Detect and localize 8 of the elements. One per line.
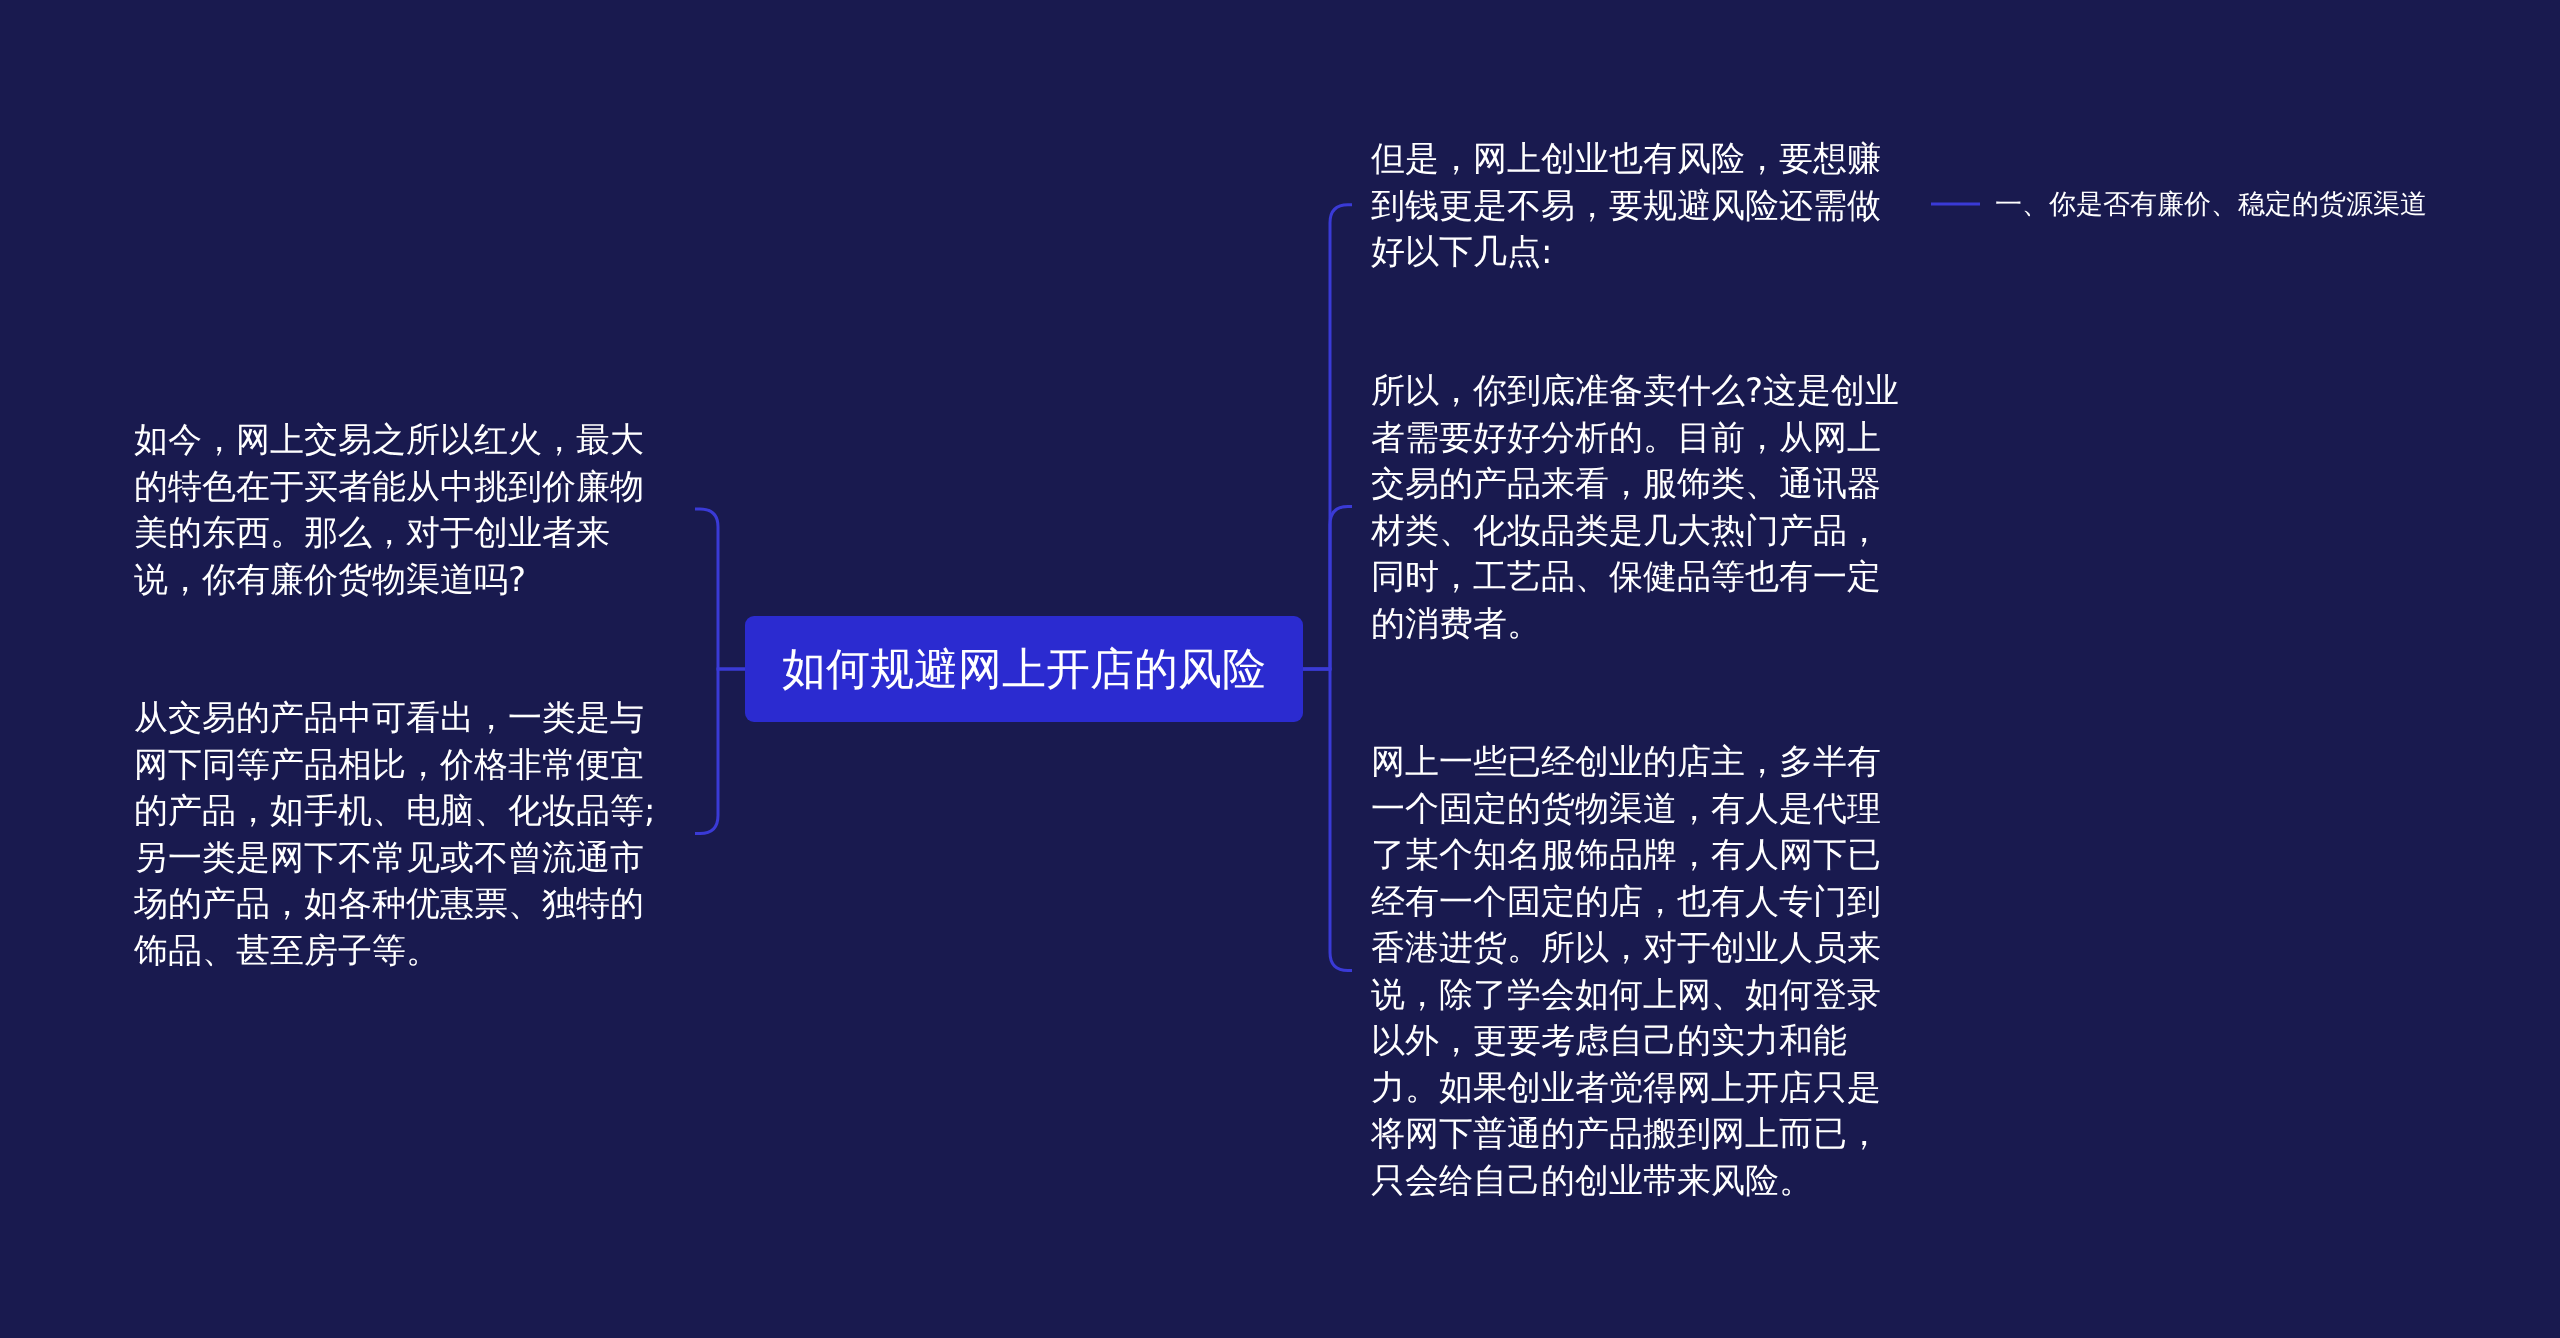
- topic-text: 但是，网上创业也有风险，要想赚到钱更是不易，要规避风险还需做好以下几点:: [1352, 135, 1931, 275]
- topic-text: 从交易的产品中可看出，一类是与网下同等产品相比，价格非常便宜的产品，如手机、电脑、化妆品等;另一类是网下不常见或不曾流通市场的产品，如各种优惠票、独特的饰品、甚至房子等。: [110, 694, 695, 973]
- central-topic-box: 如何规避网上开店的风险: [745, 616, 1303, 722]
- topic-text: 所以，你到底准备卖什么?这是创业者需要好好分析的。目前，从网上交易的产品来看，服饰类、通讯器材类、化妆品类是几大热门产品，同时，工艺品、保健品等也有一定的消费者。: [1352, 367, 1931, 646]
- connector-line: [1931, 202, 1980, 206]
- topic-text: 网上一些已经创业的店主，多半有一个固定的货物渠道，有人是代理了某个知名服饰品牌，有人网下已经有一个固定的店，也有人专门到香港进货。所以，对于创业人员来说，除了学会如何上网、如何登录以外，更要考虑自己的实力和能力。如果创业者觉得网上开店只是将网下普通的产品搬到网上而已，只会给自己的创业带来风险。: [1352, 738, 1931, 1203]
- topic-text: 如今，网上交易之所以红火，最大的特色在于买者能从中挑到价廉物美的东西。那么，对于创业者来说，你有廉价货物渠道吗?: [110, 416, 695, 602]
- subtopic-text: 一、你是否有廉价、稳定的货源渠道: [1980, 184, 2437, 224]
